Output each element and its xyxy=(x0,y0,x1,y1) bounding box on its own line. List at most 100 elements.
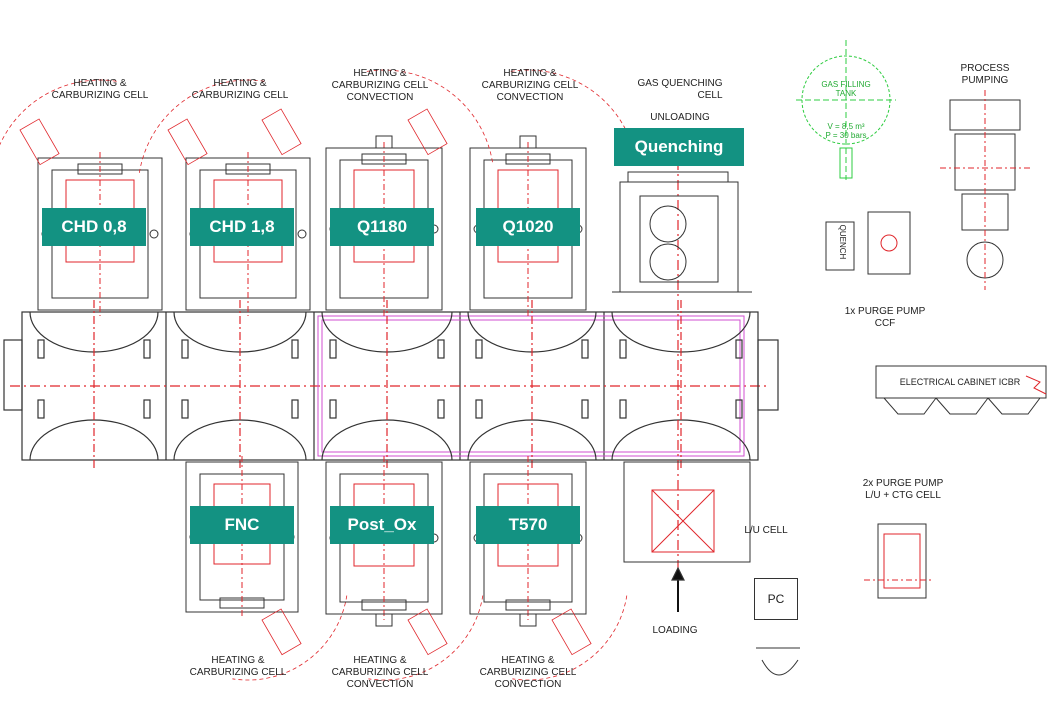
electrical-cabinet xyxy=(875,365,1047,399)
red-door-2 xyxy=(261,108,302,156)
tunnel-port xyxy=(291,339,299,359)
cell-label-bottom-1: HEATING & CARBURIZING CELL CONVECTION xyxy=(320,655,440,691)
cell-tag-fnc: FNC xyxy=(190,506,294,544)
cell-label-line: CARBURIZING CELL xyxy=(191,90,289,101)
quench-body xyxy=(619,181,739,293)
door-swing-bottom-1 xyxy=(368,595,484,681)
cell-motor xyxy=(505,153,551,165)
tunnel-port xyxy=(475,339,483,359)
tunnel-arc-bottom xyxy=(173,419,307,461)
purge-pump-ccf xyxy=(867,211,911,275)
cell-tag-chd-18: CHD 1,8 xyxy=(190,208,294,246)
purge-pump-lu-label: 2x PURGE PUMP L/U + CTG CELL xyxy=(848,478,958,502)
pumping-line: PROCESS xyxy=(960,63,1010,74)
tag-text: Quenching xyxy=(634,137,724,156)
cell-motor xyxy=(77,163,123,175)
cabinet-door-2 xyxy=(987,397,1041,415)
gas-tank-valve xyxy=(839,147,853,179)
cell-label-bottom-2: HEATING & CARBURIZING CELL CONVECTION xyxy=(468,655,588,691)
cell-motor xyxy=(225,163,271,175)
tunnel-end-right xyxy=(757,339,779,411)
lu-cell-platform xyxy=(651,489,715,553)
lu-cell-label: L/U CELL xyxy=(744,525,788,536)
auxiliary-equipment xyxy=(612,40,1047,676)
tunnel-port xyxy=(735,339,743,359)
cell-tag-q1020: Q1020 xyxy=(476,208,580,246)
cell-label-line: CARBURIZING CELL xyxy=(479,667,577,678)
cell-label-line: CONVECTION xyxy=(346,92,414,103)
cell-label-line: HEATING & xyxy=(211,655,265,666)
cell-fan xyxy=(375,135,393,149)
tunnel-port xyxy=(437,399,445,419)
cell-tag-chd-08: CHD 0,8 xyxy=(42,208,146,246)
cell-label-line: HEATING & xyxy=(503,68,557,79)
tunnel-arc-bottom xyxy=(29,419,159,461)
loading-label: LOADING xyxy=(652,625,698,636)
door-swing-bottom-2 xyxy=(512,595,628,681)
cell-tag-t570: T570 xyxy=(476,506,580,544)
pc-box: PC xyxy=(754,578,798,620)
tunnel-port xyxy=(37,339,45,359)
cell-fan xyxy=(375,613,393,627)
tank-title-line: GAS FILLING xyxy=(821,80,871,89)
cell-tag-post-ox: Post_Ox xyxy=(330,506,434,544)
tag-text: T570 xyxy=(508,515,548,534)
tag-text: Q1180 xyxy=(356,217,408,236)
red-door-6 xyxy=(551,608,592,656)
tag-text: FNC xyxy=(224,515,260,534)
cell-label-line: CARBURIZING CELL xyxy=(331,80,429,91)
cell-label-line: HEATING & xyxy=(73,78,127,89)
tag-text: CHD 0,8 xyxy=(61,217,127,236)
door-swing-bottom-0 xyxy=(232,595,348,681)
door-swing-outlines xyxy=(0,69,637,681)
quench-inner xyxy=(639,195,719,283)
tunnel-end-left xyxy=(3,339,23,411)
magenta-frame-outer xyxy=(317,315,745,457)
tunnel-port xyxy=(181,399,189,419)
cell-label-top-3: HEATING & CARBURIZING CELL CONVECTION xyxy=(470,68,590,104)
tunnel-port xyxy=(475,399,483,419)
tank-spec-line: P = 30 bars xyxy=(825,131,867,140)
cell-label-line: CONVECTION xyxy=(496,92,564,103)
red-door-1 xyxy=(167,118,208,166)
door-swing-top-2 xyxy=(366,69,493,163)
lu-cross-b xyxy=(651,489,715,553)
purge-pump-lu xyxy=(877,523,927,599)
cabinet-door-1 xyxy=(935,397,989,415)
cell-label-line: CARBURIZING CELL xyxy=(481,80,579,91)
red-door-3 xyxy=(407,108,448,156)
cell-label-line: CARBURIZING CELL xyxy=(51,90,149,101)
tunnel-port xyxy=(291,399,299,419)
quench-top-rail xyxy=(627,171,729,183)
cell-label-line: HEATING & xyxy=(213,78,267,89)
cell-label-line: HEATING & xyxy=(353,68,407,79)
quench-box xyxy=(825,221,855,271)
tunnel-port xyxy=(581,339,589,359)
lu-cell-body xyxy=(623,461,751,563)
cell-label-top-2: HEATING & CARBURIZING CELL CONVECTION xyxy=(320,68,440,104)
purge-pump-ccf-circle xyxy=(880,234,898,252)
quench-box-label: QUENCH xyxy=(838,224,847,260)
tag-text: Post_Ox xyxy=(347,515,417,534)
purge-line: CCF xyxy=(874,318,896,329)
door-swing-top-0 xyxy=(0,79,118,146)
door-swing-top-1 xyxy=(139,79,266,173)
tunnel-port xyxy=(329,339,337,359)
cell-label-line: HEATING & xyxy=(353,655,407,666)
quench-fan-1 xyxy=(649,205,687,243)
tunnel-port xyxy=(181,339,189,359)
purge-line: L/U + CTG CELL xyxy=(865,490,941,501)
tunnel-port xyxy=(143,339,151,359)
electrical-cabinet-label: ELECTRICAL CABINET ICBR xyxy=(899,377,1021,387)
cell-label-line: CARBURIZING CELL xyxy=(189,667,287,678)
tank-spec-line: V = 8,5 m³ xyxy=(827,122,865,131)
cell-tag-q1180: Q1180 xyxy=(330,208,434,246)
tunnel-port xyxy=(581,399,589,419)
tank-title-line: TANK xyxy=(835,89,857,98)
cell-label-line: CONVECTION xyxy=(346,679,414,690)
process-pumping-label: PROCESS PUMPING xyxy=(940,63,1030,87)
purge-pump-ccf-label: 1x PURGE PUMP CCF xyxy=(830,306,940,330)
pc-text: PC xyxy=(767,592,785,606)
